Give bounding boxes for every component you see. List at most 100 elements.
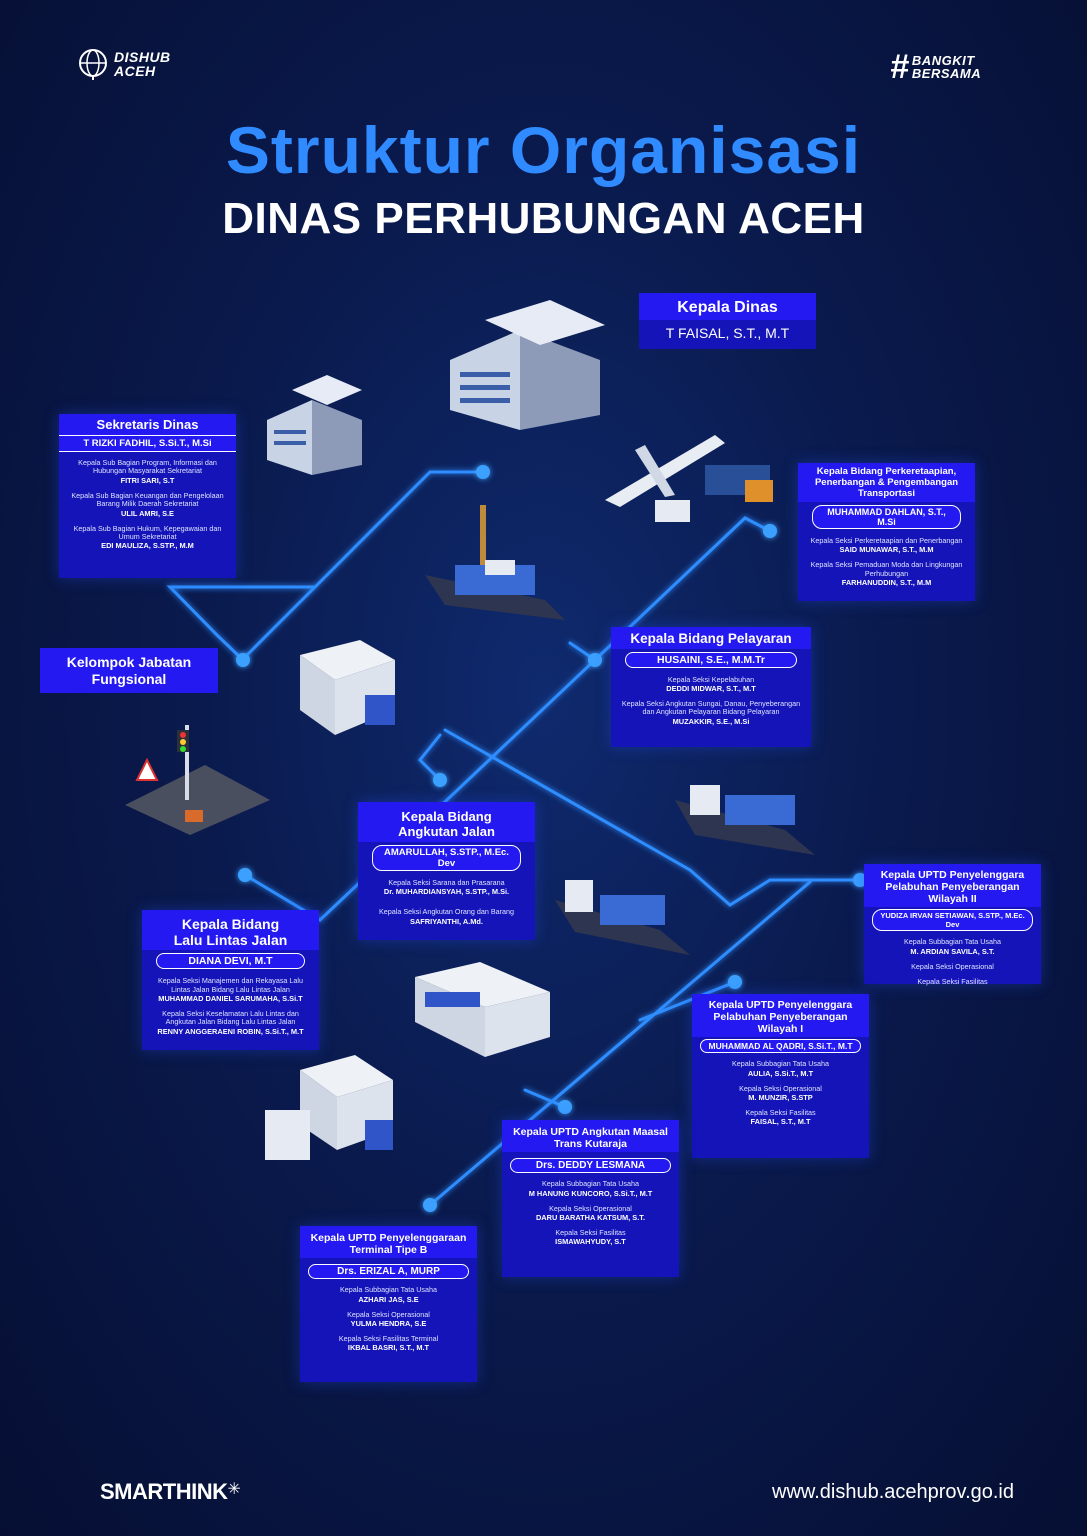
uptd-terminal-member-3: IKBAL BASRI, S.T., M.T: [347, 1343, 430, 1353]
lalu-lintas-name: DIANA DEVI, M.T: [156, 953, 305, 970]
logo-right-line1: BANGKIT: [911, 53, 975, 68]
perkeretaapian-title: Kepala Bidang Perkeretaapian, Penerbanga…: [798, 463, 975, 502]
sekretaris-member-3: EDI MAULIZA, S.STP., M.M: [101, 541, 194, 551]
kepala-dinas-name: T FAISAL, S.T., M.T: [665, 325, 790, 341]
uptd-terminal-role-1: Kepala Subbagian Tata Usaha: [340, 1285, 437, 1295]
hashtag-icon: #: [890, 48, 909, 86]
uptd-trans-kutaraja-title: Kepala UPTD Angkutan Maasal Trans Kutara…: [502, 1120, 679, 1153]
angkutan-jalan-name: AMARULLAH, S.STP., M.Ec. Dev: [372, 844, 521, 871]
uptd-wilayah-1-role-3: Kepala Seksi Fasilitas: [745, 1108, 816, 1117]
uptd-wilayah-1-title: Kepala UPTD Penyelenggara Pelabuhan Peny…: [692, 994, 869, 1038]
pelayaran-member-2: MUZAKKIR, S.E., M.Si: [672, 716, 750, 726]
pelayaran-box: Kepala Bidang Pelayaran HUSAINI, S.E., M…: [611, 627, 811, 747]
logo-left-line2: ACEH: [114, 63, 156, 79]
truck-illustration: [300, 640, 395, 735]
uptd-wilayah-1-member-2: M. MUNZIR, S.STP: [748, 1093, 813, 1102]
uptd-trans-kutaraja-member-3: ISMAWAHYUDY, S.T: [555, 1237, 626, 1247]
small-building-illustration: [267, 375, 362, 475]
smarthink-logo: SMARTHINK✳: [100, 1479, 241, 1505]
uptd-trans-kutaraja-member-1: M HANUNG KUNCORO, S.Si.T., M.T: [528, 1188, 653, 1198]
uptd-trans-kutaraja-name: Drs. DEDDY LESMANA: [510, 1158, 671, 1174]
uptd-wilayah-1-box: Kepala UPTD Penyelenggara Pelabuhan Peny…: [692, 994, 869, 1158]
uptd-wilayah-1-member-1: AULIA, S.Si.T., M.T: [747, 1068, 814, 1078]
uptd-terminal-title: Kepala UPTD Penyelenggaraan Terminal Tip…: [300, 1226, 477, 1259]
page-subtitle: DINAS PERHUBUNGAN ACEH: [222, 194, 865, 243]
uptd-wilayah-1-name: MUHAMMAD AL QADRI, S.Si.T., M.T: [700, 1039, 861, 1054]
uptd-wilayah-1-member-3: FAISAL, S.T., M.T: [750, 1117, 811, 1127]
angkutan-jalan-role-1: Kepala Seksi Sarana dan Prasarana: [388, 877, 505, 887]
pelayaran-member-1: DEDDI MIDWAR, S.T., M.T: [666, 683, 756, 693]
uptd-trans-kutaraja-role-3: Kepala Seksi Fasilitas: [555, 1227, 626, 1237]
uptd-terminal-member-1: AZHARI JAS, S.E: [358, 1294, 419, 1304]
bus-illustration: [415, 962, 550, 1057]
logo-right-line2: BERSAMA: [911, 66, 982, 81]
uptd-trans-kutaraja-box: Kepala UPTD Angkutan Maasal Trans Kutara…: [502, 1120, 679, 1277]
sparkle-icon: ✳: [227, 1481, 241, 1498]
uptd-terminal-name: Drs. ERIZAL A, MURP: [308, 1264, 469, 1280]
angkutan-jalan-title: Kepala Bidang Angkutan Jalan: [358, 802, 535, 842]
sekretaris-member-1: FITRI SARI, S.T: [120, 475, 175, 485]
sekretaris-name: T RIZKI FADHIL, S.Si.T., M.Si: [59, 434, 236, 452]
lalu-lintas-title: Kepala Bidang Lalu Lintas Jalan: [142, 910, 319, 951]
globe-icon: [79, 49, 107, 80]
pelayaran-role-2: Kepala Seksi Angkutan Sungai, Danau, Pen…: [621, 698, 801, 717]
sekretaris-role-2: Kepala Sub Bagian Keuangan dan Pengelola…: [71, 490, 224, 509]
lalu-lintas-box: Kepala Bidang Lalu Lintas Jalan DIANA DE…: [142, 910, 319, 1050]
perkeretaapian-box: Kepala Bidang Perkeretaapian, Penerbanga…: [798, 463, 975, 601]
lalu-lintas-role-2: Kepala Seksi Keselamatan Lalu Lintas dan…: [162, 1009, 299, 1027]
sekretaris-box: Sekretaris Dinas T RIZKI FADHIL, S.Si.T.…: [59, 414, 236, 578]
angkutan-jalan-box: Kepala Bidang Angkutan Jalan AMARULLAH, …: [358, 802, 535, 940]
logo-left-line1: DISHUB: [114, 49, 171, 65]
pelayaran-title: Kepala Bidang Pelayaran: [611, 627, 811, 649]
lalu-lintas-role-1: Kepala Seksi Manajemen dan Rekayasa Lalu…: [157, 976, 304, 994]
ferry-ship-illustration: [675, 785, 815, 855]
bangkit-bersama-logo: # BANGKIT BERSAMA: [890, 48, 982, 86]
kepala-dinas-title: Kepala Dinas: [639, 293, 816, 320]
uptd-wilayah-2-role-2: Kepala Seksi Operasional: [911, 961, 994, 971]
dishub-aceh-logo: DISHUB ACEH: [78, 48, 171, 80]
sekretaris-member-2: ULIL AMRI, S.E: [121, 508, 174, 518]
angkutan-jalan-member-1: Dr. MUHARDIANSYAH, S.STP., M.Si.: [383, 887, 510, 897]
pelayaran-name: HUSAINI, S.E., M.M.Tr: [625, 651, 797, 668]
angkutan-jalan-role-2: Kepala Seksi Angkutan Orang dan Barang: [378, 907, 515, 917]
pelayaran-role-1: Kepala Seksi Kepelabuhan: [667, 674, 755, 684]
angkutan-jalan-member-2: SAFRIYANTHI, A.Md.: [410, 916, 483, 926]
sekretaris-role-1: Kepala Sub Bagian Program, Informasi dan…: [78, 457, 217, 476]
uptd-wilayah-2-box: Kepala UPTD Penyelenggara Pelabuhan Peny…: [864, 864, 1041, 986]
uptd-terminal-role-3: Kepala Seksi Fasilitas Terminal: [338, 1333, 439, 1343]
fungsional-box: Kelompok Jabatan Fungsional: [40, 648, 218, 693]
uptd-wilayah-2-role-1: Kepala Subbagian Tata Usaha: [904, 937, 1001, 947]
perkeretaapian-name: MUHAMMAD DAHLAN, S.T., M.Si: [812, 504, 961, 529]
perkeretaapian-member-2: FARHANUDDIN, S.T., M.M: [841, 577, 932, 587]
uptd-wilayah-2-title: Kepala UPTD Penyelenggara Pelabuhan Peny…: [864, 864, 1041, 908]
uptd-terminal-box: Kepala UPTD Penyelenggaraan Terminal Tip…: [300, 1226, 477, 1382]
footer-brand: SMARTHINK: [100, 1479, 228, 1504]
office-building-illustration: [450, 300, 605, 430]
traffic-light-illustration: [125, 725, 270, 835]
uptd-terminal-member-2: YULMA HENDRA, S.E: [350, 1318, 427, 1328]
sekretaris-title: Sekretaris Dinas: [59, 414, 236, 435]
perkeretaapian-member-1: SAID MUNAWAR, S.T., M.M: [839, 545, 934, 555]
container-ship-illustration: [555, 880, 690, 955]
uptd-terminal-role-2: Kepala Seksi Operasional: [347, 1309, 430, 1319]
uptd-wilayah-2-name: YUDIZA IRVAN SETIAWAN, S.STP., M.Ec. Dev: [872, 909, 1033, 932]
website-url[interactable]: www.dishub.acehprov.go.id: [772, 1481, 1014, 1503]
uptd-trans-kutaraja-role-2: Kepala Seksi Operasional: [549, 1203, 632, 1213]
uptd-wilayah-2-role-3: Kepala Seksi Fasilitas: [917, 977, 988, 986]
sekretaris-role-3: Kepala Sub Bagian Hukum, Kepegawaian dan…: [73, 523, 222, 541]
uptd-trans-kutaraja-role-1: Kepala Subbagian Tata Usaha: [542, 1179, 639, 1189]
perkeretaapian-role-1: Kepala Seksi Perkeretaapian dan Penerban…: [810, 535, 963, 545]
delivery-truck-illustration: [265, 1055, 393, 1160]
uptd-wilayah-1-role-2: Kepala Seksi Operasional: [739, 1083, 822, 1093]
uptd-trans-kutaraja-member-2: DARU BARATHA KATSUM, S.T.: [535, 1212, 646, 1222]
airplane-illustration: [605, 435, 773, 522]
kepala-dinas-box: Kepala Dinas T FAISAL, S.T., M.T: [639, 293, 816, 349]
lalu-lintas-member-2: RENNY ANGGERAENI ROBIN, S.Si.T., M.T: [157, 1026, 304, 1036]
uptd-wilayah-2-member-1: M. ARDIAN SAVILA, S.T.: [910, 946, 995, 956]
uptd-wilayah-1-role-1: Kepala Subbagian Tata Usaha: [732, 1059, 829, 1069]
lalu-lintas-member-1: MUHAMMAD DANIEL SARUMAHA, S.Si.T: [158, 994, 303, 1003]
page-title: Struktur Organisasi: [225, 113, 862, 187]
cargo-ship-illustration: [425, 505, 565, 620]
perkeretaapian-role-2: Kepala Seksi Pemaduan Moda dan Lingkunga…: [810, 560, 963, 578]
